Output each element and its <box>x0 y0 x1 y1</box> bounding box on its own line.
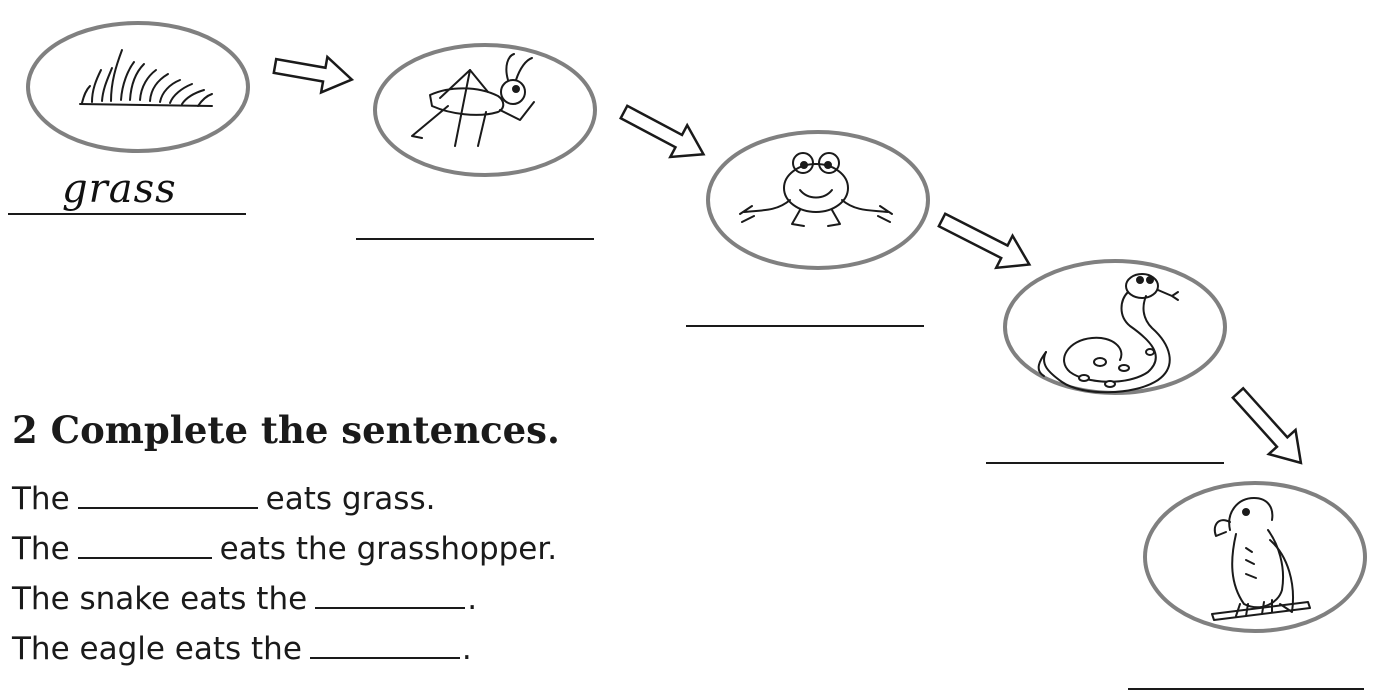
sentence-text: The eagle eats the <box>12 631 302 667</box>
snake-oval <box>1003 259 1227 395</box>
fill-in-blank[interactable] <box>77 557 212 559</box>
grass-oval <box>26 21 250 153</box>
answer-grass: grass <box>62 166 177 212</box>
sentence-text: The <box>12 531 70 567</box>
exercise-heading: 2 Complete the sentences. <box>12 408 560 452</box>
arrow-icon <box>272 54 355 95</box>
sentence-text: eats grass. <box>265 481 436 517</box>
sentence-text: . <box>467 581 478 617</box>
sentence-3: The snake eats the. <box>12 584 477 615</box>
fill-in-blank[interactable] <box>309 657 460 659</box>
sentence-text: eats the grasshopper. <box>219 531 558 567</box>
arrow-icon <box>619 104 706 159</box>
sentence-text: The <box>12 481 70 517</box>
sentence-4: The eagle eats the. <box>12 634 472 665</box>
snake-icon <box>1037 273 1179 394</box>
answer-line-frog[interactable] <box>686 325 924 327</box>
grasshopper-oval <box>373 43 597 177</box>
frog-icon <box>739 152 893 227</box>
answer-line-grass[interactable] <box>8 213 246 215</box>
arrow-icon <box>937 212 1032 270</box>
fill-in-blank[interactable] <box>315 607 466 609</box>
grasshopper-icon <box>411 53 535 147</box>
sentence-text: The snake eats the <box>12 581 308 617</box>
answer-line-eagle[interactable] <box>1128 688 1364 690</box>
eagle-oval <box>1143 481 1367 633</box>
answer-line-grasshopper[interactable] <box>356 238 594 240</box>
eagle-icon <box>1211 497 1311 621</box>
sentence-1: The eats grass. <box>12 484 435 515</box>
arrow-icon <box>1231 386 1303 465</box>
grass-icon <box>79 49 213 107</box>
frog-oval <box>706 130 930 270</box>
answer-line-snake[interactable] <box>986 462 1224 464</box>
sentence-2: The eats the grasshopper. <box>12 534 557 565</box>
sentence-text: . <box>461 631 472 667</box>
fill-in-blank[interactable] <box>77 507 258 509</box>
